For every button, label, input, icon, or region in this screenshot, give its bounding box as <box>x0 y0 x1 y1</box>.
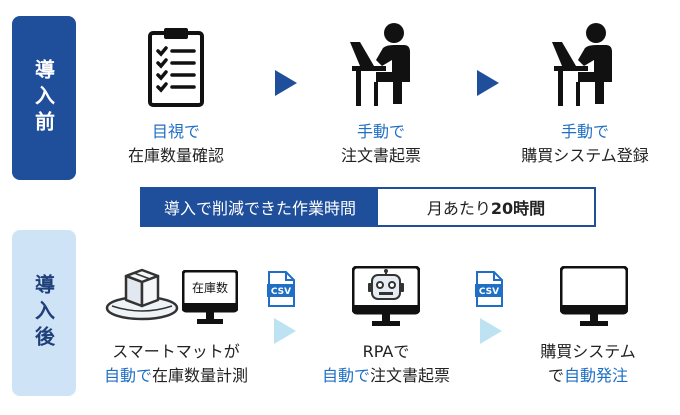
caption-rest: 注文書起票 <box>370 366 451 385</box>
caption-plain: で <box>547 366 564 385</box>
after-step-2-caption: RPAで 自動で注文書起票 <box>306 340 466 388</box>
caption-line-2: 在庫数量確認 <box>127 146 224 165</box>
after-phase-label: 導入後 <box>31 274 56 352</box>
after-phase-box: 導入後 <box>12 230 76 396</box>
robot-monitor-icon <box>352 266 420 326</box>
before-phase-label: 導入前 <box>31 59 56 137</box>
caption-highlight: 自動で <box>103 366 152 385</box>
monitor-icon <box>560 266 628 326</box>
person-at-laptop-icon <box>552 23 612 106</box>
summary-value-hours: 20時間 <box>490 199 546 218</box>
arrow-right-icon <box>477 70 499 96</box>
caption-line-2: で自動発注 <box>520 364 656 388</box>
caption-line-1: 手動で <box>560 122 609 141</box>
caption-line-2: 購買システム登録 <box>521 146 649 165</box>
caption-highlight: 自動発注 <box>564 366 629 385</box>
monitor-label: 在庫数 <box>191 281 228 295</box>
after-step-1-caption: スマートマットが 自動で在庫数量計測 <box>88 340 264 388</box>
before-step-1-caption: 目視で 在庫数量確認 <box>108 120 244 168</box>
caption-line-1: RPAで <box>362 342 410 361</box>
caption-highlight: 自動で <box>321 366 370 385</box>
csv-badge-text: CSV <box>271 287 291 297</box>
inventory-monitor-icon: 在庫数 <box>182 270 238 326</box>
arrow-right-icon <box>275 70 297 96</box>
before-step-3-caption: 手動で 購買システム登録 <box>500 120 670 168</box>
summary-value-prefix: 月あたり <box>426 199 491 218</box>
csv-file-icon: CSV <box>475 271 503 307</box>
before-step-2-caption: 手動で 注文書起票 <box>316 120 446 168</box>
smart-mat-with-box-icon <box>105 268 179 321</box>
before-phase-box: 導入前 <box>12 16 76 180</box>
arrow-right-light-icon <box>274 318 296 344</box>
caption-line-1: 購買システム <box>540 342 636 361</box>
csv-badge-text: CSV <box>479 287 499 297</box>
caption-line-1: 手動で <box>356 122 405 141</box>
caption-rest: 在庫数量計測 <box>152 366 249 385</box>
after-step-3-caption: 購買システム で自動発注 <box>520 340 656 388</box>
caption-line-1: スマートマットが <box>112 342 240 361</box>
csv-file-icon: CSV <box>267 271 295 307</box>
summary-label: 導入で削減できた作業時間 <box>142 189 378 225</box>
arrow-right-light-icon <box>480 318 502 344</box>
caption-line-2: 自動で注文書起票 <box>306 364 466 388</box>
person-at-laptop-icon <box>350 23 410 106</box>
caption-line-2: 注文書起票 <box>340 146 421 165</box>
caption-line-1: 目視で <box>151 122 200 141</box>
caption-line-2: 自動で在庫数量計測 <box>88 364 264 388</box>
clipboard-checklist-icon <box>148 28 204 107</box>
